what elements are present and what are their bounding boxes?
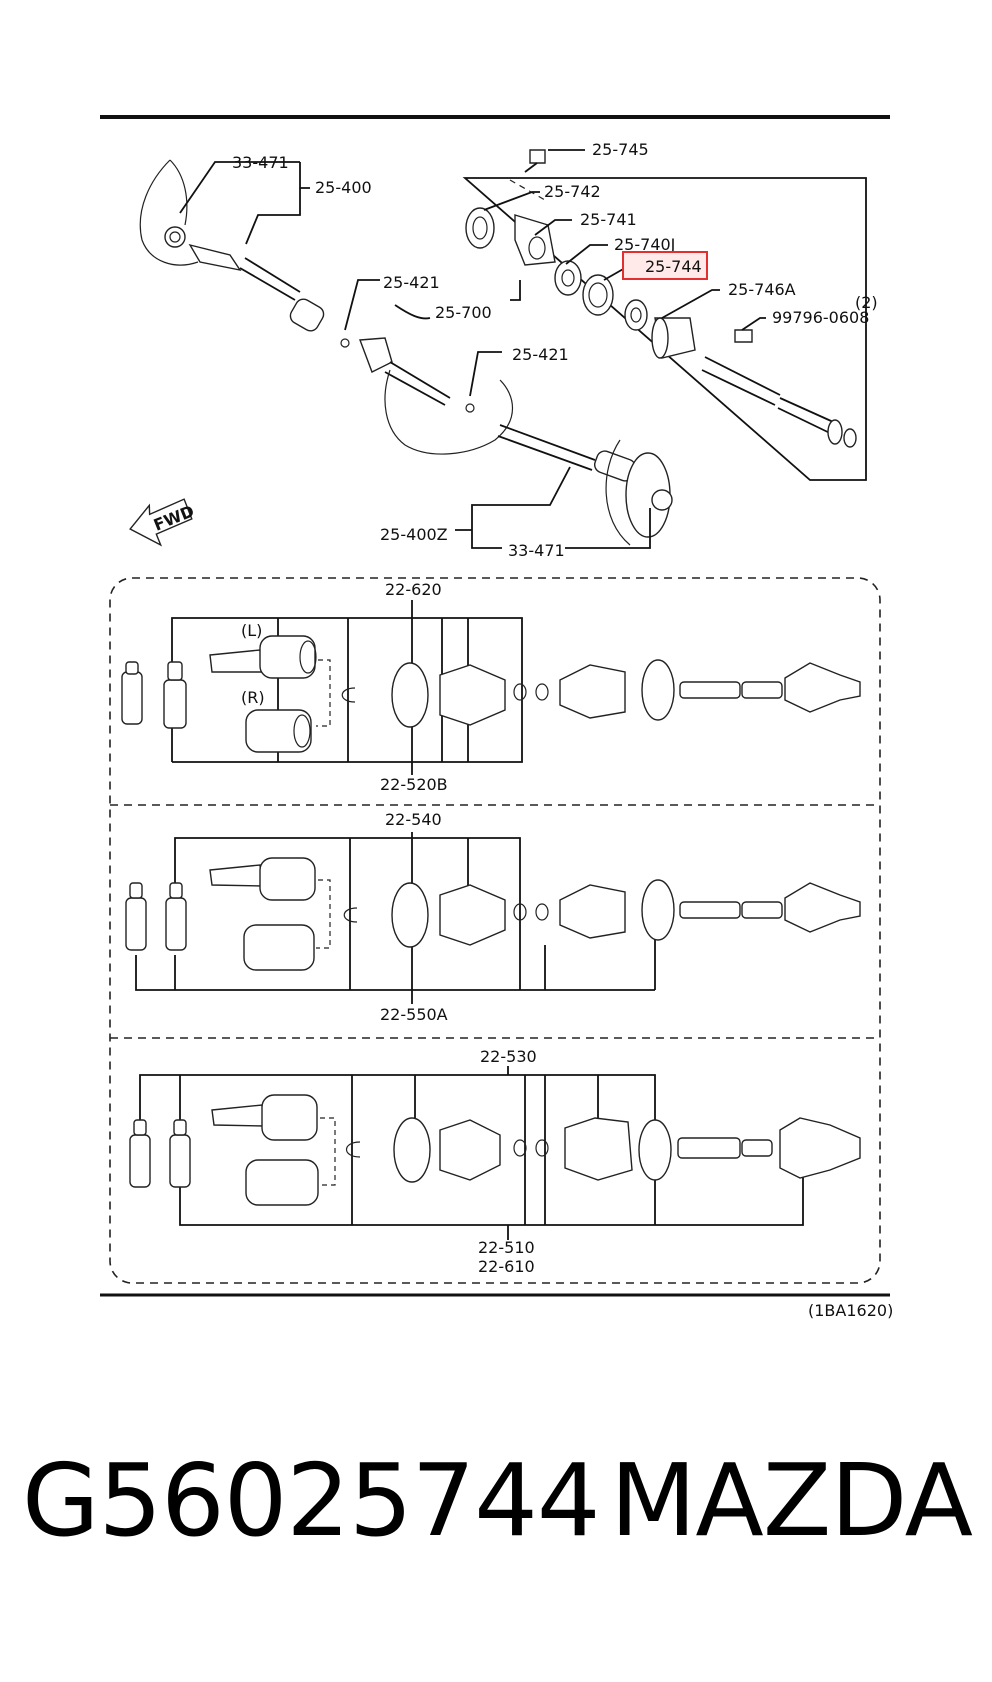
label-22-510: 22-510 bbox=[478, 1238, 535, 1257]
upper-assembly bbox=[139, 149, 867, 546]
part-caption: G56025744 MAZDA bbox=[22, 1440, 973, 1560]
label-25-745: 25-745 bbox=[592, 140, 649, 159]
label-22-540: 22-540 bbox=[385, 810, 442, 829]
label-22-520B: 22-520B bbox=[380, 775, 448, 794]
label-25-740J: 25-740J bbox=[614, 235, 675, 254]
reference-code: (1BA1620) bbox=[808, 1301, 893, 1320]
label-25-742: 25-742 bbox=[544, 182, 601, 201]
highlight-box-25-744 bbox=[622, 251, 708, 280]
fwd-arrow: FWD bbox=[129, 498, 197, 547]
label-25-700: 25-700 bbox=[435, 303, 492, 322]
label-25-400: 25-400 bbox=[315, 178, 372, 197]
label-25-400Z: 25-400Z bbox=[380, 525, 448, 544]
parts-diagram: FWD 33-471 25-400 25-745 25-742 25-741 2… bbox=[100, 115, 893, 1320]
kit-panel-2: 22-540 22-550A bbox=[125, 810, 861, 1024]
label-33-471-bottom: 33-471 bbox=[508, 541, 565, 560]
part-number: G56025744 bbox=[22, 1441, 600, 1559]
label-22-530: 22-530 bbox=[480, 1047, 537, 1066]
kit-panel-3: 22-530 22-510 22-610 bbox=[129, 1047, 861, 1276]
label-25-746A: 25-746A bbox=[728, 280, 796, 299]
brand-name: MAZDA bbox=[610, 1441, 973, 1559]
label-qty-2: (2) bbox=[855, 293, 878, 312]
label-22-620: 22-620 bbox=[385, 580, 442, 599]
label-25-741: 25-741 bbox=[580, 210, 637, 229]
label-R: (R) bbox=[241, 688, 265, 707]
part-25-744-ring bbox=[582, 274, 614, 316]
label-25-421-b: 25-421 bbox=[512, 345, 569, 364]
label-22-550A: 22-550A bbox=[380, 1005, 448, 1024]
label-33-471-top: 33-471 bbox=[232, 153, 289, 172]
upper-leaders bbox=[179, 149, 766, 549]
label-99796-0608: 99796-0608 bbox=[772, 308, 869, 327]
inset-frame bbox=[462, 177, 867, 481]
kit-panel-1: 22-620 22-520B (L) (R) bbox=[121, 580, 861, 794]
label-L: (L) bbox=[241, 621, 262, 640]
label-22-610: 22-610 bbox=[478, 1257, 535, 1276]
label-25-421-a: 25-421 bbox=[383, 273, 440, 292]
label-25-744: 25-744 bbox=[645, 257, 702, 276]
